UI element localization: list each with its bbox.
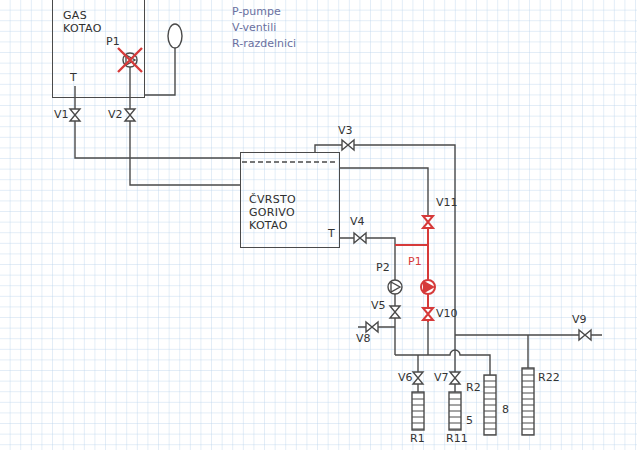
part-label: V2	[108, 109, 123, 122]
valve-symbol	[342, 140, 354, 150]
part-label: V6	[398, 372, 413, 385]
added-pipe	[427, 215, 429, 322]
part-label: V5	[371, 300, 386, 313]
valve-symbol	[125, 109, 135, 121]
radiator-symbol	[449, 392, 461, 430]
part-label: T	[328, 228, 335, 241]
part-label: V3	[338, 125, 353, 138]
pump-symbol	[388, 280, 402, 294]
valve-symbol	[450, 372, 460, 384]
cross-mark	[118, 48, 142, 72]
pipe	[74, 86, 75, 98]
valve-symbol	[354, 233, 366, 243]
valve-symbol	[423, 308, 433, 320]
key-note: P-pumpe	[232, 6, 281, 19]
part-label: R2	[466, 382, 481, 395]
part-label: R22	[538, 372, 560, 385]
part-label: V4	[350, 216, 365, 229]
valve-symbol	[70, 109, 80, 121]
key-note: V-ventili	[232, 22, 276, 35]
pipe	[145, 48, 175, 95]
part-label: V7	[434, 372, 449, 385]
boiler-water-line	[242, 161, 338, 162]
added-pipe	[395, 244, 428, 246]
part-label: P1	[106, 36, 120, 49]
part-label: P1	[408, 256, 422, 269]
radiator-symbol	[412, 392, 424, 430]
part-label: V8	[356, 333, 371, 346]
part-label: V9	[572, 314, 587, 327]
valve-symbol	[366, 322, 378, 332]
boiler-box: ČVRSTO GORIVO KOTAO	[240, 152, 340, 248]
pipe	[340, 168, 428, 355]
part-label: V11	[436, 197, 458, 210]
box-title: ČVRSTO GORIVO KOTAO	[249, 193, 333, 233]
valve-symbol	[423, 216, 433, 228]
part-label: R11	[446, 433, 468, 446]
valve-symbol	[390, 306, 400, 318]
pipe	[340, 238, 395, 355]
pump-symbol	[391, 282, 400, 292]
part-label: V10	[436, 308, 458, 321]
expansion-tank	[168, 24, 182, 48]
key-note: R-razdelnici	[232, 38, 296, 51]
valve-symbol	[579, 330, 591, 340]
pipe-connector	[130, 98, 240, 185]
part-label: T	[70, 72, 77, 85]
part-label: V1	[54, 109, 69, 122]
part-label: 5	[466, 415, 473, 428]
part-label: 8	[502, 404, 509, 417]
radiator-symbol	[522, 368, 534, 435]
part-label: R1	[410, 433, 425, 446]
pump-symbol	[421, 280, 435, 294]
pipe	[129, 67, 130, 98]
pump-symbol	[424, 282, 433, 292]
part-label: P2	[376, 262, 390, 275]
pipe-connector	[75, 98, 240, 158]
box-title: GAS KOTAO	[63, 9, 113, 35]
boiler-box: GAS KOTAO	[52, 0, 145, 98]
radiator-symbol	[484, 375, 496, 435]
valve-symbol	[413, 372, 423, 384]
